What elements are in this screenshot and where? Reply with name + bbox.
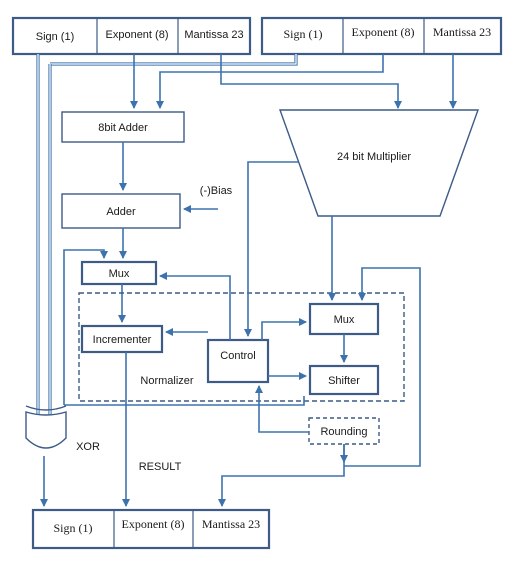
control-unit: Control [206,338,270,384]
sign-bit-wires [36,54,298,416]
output-register: Sign (1) Exponent (8) Mantissa 23 [31,508,271,550]
svg-text:Mux: Mux [109,268,130,280]
output-exponent: Exponent (8) [122,517,185,531]
input-a-exponent: Exponent (8) [106,29,169,41]
result-label: RESULT [139,461,182,473]
xor-gate: XOR [25,405,100,453]
input-b-sign: Sign (1) [284,27,323,41]
bias-adder: Adder [61,193,181,229]
input-b-register: Sign (1) Exponent (8) Mantissa 23 [260,16,503,56]
svg-text:Mux: Mux [334,314,355,326]
mux-left: Mux [80,260,158,286]
input-a-sign: Sign (1) [36,31,75,43]
svg-text:24 bit Multiplier: 24 bit Multiplier [337,151,411,163]
svg-text:Shifter: Shifter [328,375,360,387]
eight-bit-adder: 8bit Adder [61,111,185,143]
multiplier-24bit: 24 bit Multiplier [279,109,479,217]
svg-text:Rounding: Rounding [320,426,367,438]
rounding-unit: Rounding [308,417,380,445]
svg-text:8bit Adder: 8bit Adder [98,122,148,134]
output-sign: Sign (1) [54,521,93,535]
output-mantissa: Mantissa 23 [202,517,260,531]
svg-text:Incrementer: Incrementer [93,334,152,346]
shifter: Shifter [308,364,380,396]
input-b-exponent: Exponent (8) [352,25,415,39]
normalizer-label: Normalizer [140,375,194,387]
svg-text:Adder: Adder [106,206,136,218]
incrementer: Incrementer [80,324,164,354]
svg-text:Control: Control [220,350,255,362]
input-b-mantissa: Mantissa 23 [433,25,491,39]
input-a-register: Sign (1) Exponent (8) Mantissa 23 [11,16,252,56]
mux-right: Mux [308,302,380,336]
input-a-mantissa: Mantissa 23 [184,29,243,41]
bias-label: (-)Bias [200,185,233,197]
normalizer-region [78,292,405,402]
xor-label: XOR [76,441,100,453]
